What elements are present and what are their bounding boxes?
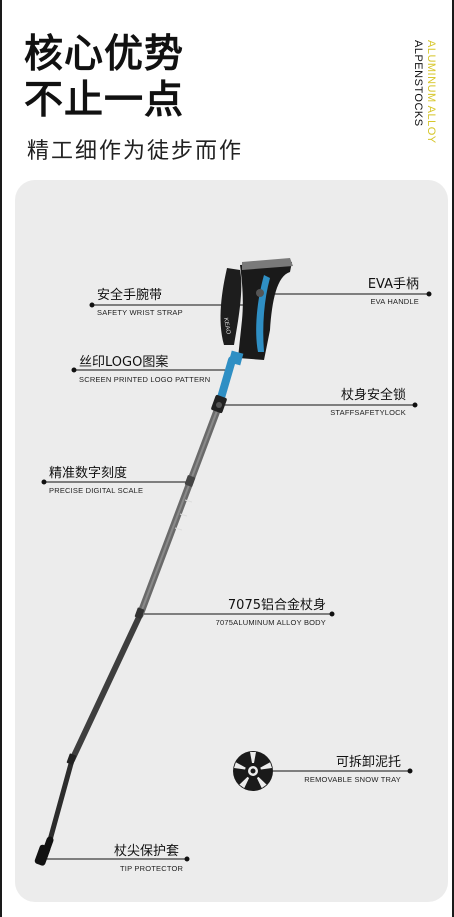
callout-en: SAFETY WRIST STRAP	[97, 308, 183, 317]
callout-cn: 精准数字刻度	[49, 466, 128, 481]
callout-cn: 安全手腕带	[97, 288, 163, 303]
page-subtitle: 精工细作为徒步而作	[27, 139, 244, 164]
leader-dot-lock	[412, 402, 418, 408]
vertical-main-text: ALPENSTOCKS	[412, 40, 424, 127]
tip-protector-shape	[34, 844, 51, 866]
leader-dot-wrist-strap	[89, 302, 95, 308]
callout-eva-handle: EVA手柄 EVA HANDLE	[368, 277, 419, 306]
callout-wrist-strap: 安全手腕带 SAFETY WRIST STRAP	[97, 288, 183, 317]
title-line-1: 核心优势	[24, 32, 185, 77]
leader-dot-tip	[184, 856, 190, 862]
title-line-2: 不止一点	[24, 78, 185, 123]
callout-cn: 杖尖保护套	[114, 844, 180, 859]
callout-cn: 丝印LOGO图案	[79, 355, 169, 370]
scale-ticks	[174, 499, 193, 531]
callout-en: REMOVABLE SNOW TRAY	[304, 775, 401, 784]
callout-en: SCREEN PRINTED LOGO PATTERN	[79, 375, 211, 384]
vertical-accent-text: ALUMINUM ALLOY	[425, 40, 437, 144]
callout-en: 7075ALUMINUM ALLOY BODY	[215, 618, 326, 627]
leader-dot-handle	[426, 291, 432, 297]
eva-handle	[238, 262, 292, 360]
callout-safety-lock: 杖身安全锁 STAFFSAFETYLOCK	[330, 388, 406, 417]
callout-en: EVA HANDLE	[370, 297, 419, 306]
callout-en: TIP PROTECTOR	[120, 864, 184, 873]
leader-dot-logo	[71, 367, 77, 373]
callout-cn: 7075铝合金杖身	[227, 598, 326, 613]
callout-alloy-body: 7075铝合金杖身 7075ALUMINUM ALLOY BODY	[216, 598, 326, 627]
leader-dot-body	[329, 611, 335, 617]
wrist-strap	[220, 268, 242, 345]
logo-print: KEAO	[222, 317, 231, 335]
callout-cn: 杖身安全锁	[340, 388, 406, 403]
callout-logo-pattern: 丝印LOGO图案 SCREEN PRINTED LOGO PATTERN	[79, 355, 210, 384]
snow-tray-shape	[233, 751, 273, 791]
leader-dot-scale	[41, 479, 47, 485]
callout-en: PRECISE DIGITAL SCALE	[49, 486, 144, 495]
callout-en: STAFFSAFETYLOCK	[330, 408, 406, 417]
callout-cn: EVA手柄	[367, 277, 419, 292]
leader-dot-tray	[407, 768, 413, 774]
callout-snow-tray: 可拆卸泥托 REMOVABLE SNOW TRAY	[304, 755, 401, 784]
handle-group: KEAO	[220, 258, 293, 366]
callout-digital-scale: 精准数字刻度 PRECISE DIGITAL SCALE	[49, 466, 143, 495]
callout-tip-protector: 杖尖保护套 TIP PROTECTOR	[114, 844, 183, 873]
page-title: 核心优势 不止一点	[24, 32, 184, 124]
callout-cn: 可拆卸泥托	[335, 755, 401, 770]
